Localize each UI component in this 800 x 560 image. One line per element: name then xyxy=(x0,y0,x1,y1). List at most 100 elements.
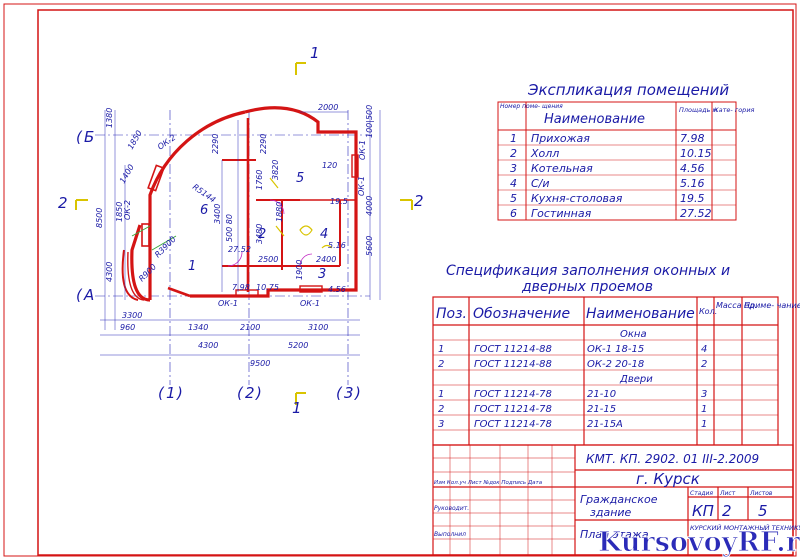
svg-text:Листов: Листов xyxy=(749,490,773,497)
svg-text:4300: 4300 xyxy=(105,262,114,282)
svg-text:1900: 1900 xyxy=(295,260,304,280)
axis-col-1: 1 xyxy=(166,384,176,402)
svg-text:КУРСКИЙ МОНТАЖНЫЙ ТЕХНИКУМ: КУРСКИЙ МОНТАЖНЫЙ ТЕХНИКУМ xyxy=(690,523,800,532)
explication-row-area: 19.5 xyxy=(680,192,705,205)
svg-text:ОК-1: ОК-1 xyxy=(218,299,238,308)
explication-row-name: Котельная xyxy=(531,162,593,175)
svg-text:5.16: 5.16 xyxy=(328,241,346,250)
explication-col-name: Наименование xyxy=(544,112,645,127)
spec-row-name: 21-15 xyxy=(587,404,616,415)
explication-row-number: 4 xyxy=(510,177,517,190)
explication-row-name: Прихожая xyxy=(531,132,590,145)
svg-text:100|500: 100|500 xyxy=(365,105,374,138)
svg-text:8500: 8500 xyxy=(95,208,104,228)
svg-text:Номер поме- щения: Номер поме- щения xyxy=(500,103,563,110)
svg-text:4000: 4000 xyxy=(365,196,374,216)
svg-text:(: ( xyxy=(237,384,244,402)
svg-text:1850: 1850 xyxy=(115,202,124,222)
svg-text:): ) xyxy=(354,384,361,402)
outer-frame xyxy=(3,3,797,557)
axis-row-a: А xyxy=(83,286,94,304)
svg-text:3400: 3400 xyxy=(213,204,222,224)
svg-text:): ) xyxy=(176,384,183,402)
stage-number: 2 xyxy=(722,502,732,520)
svg-text:R900: R900 xyxy=(137,262,158,283)
svg-text:19.5: 19.5 xyxy=(330,197,348,206)
spec-col-name: Наименование xyxy=(586,306,695,322)
spec-row-name: ОК-2 20-18 xyxy=(587,359,644,370)
city: г. Курск xyxy=(636,470,700,488)
title-block: Изм Кол.уч Лист №док Подпись Дата Руково… xyxy=(432,444,800,556)
svg-text:4300: 4300 xyxy=(198,341,218,350)
svg-text:ОК-1: ОК-1 xyxy=(358,140,367,160)
explication-row-name: С/и xyxy=(531,177,550,190)
svg-text:Лист: Лист xyxy=(719,490,736,497)
watermark: KursovoyRF.ru xyxy=(598,527,800,558)
curved-wall xyxy=(148,110,246,300)
spec-row-pos: 1 xyxy=(438,389,444,400)
drawing-code: КМТ. КП. 2902. 01 III-2.2009 xyxy=(586,452,759,466)
spec-row-name: 21-10 xyxy=(587,389,616,400)
room-label-2: 2 xyxy=(258,227,266,242)
room-label-3: 3 xyxy=(318,267,326,282)
spec-row-qty: 3 xyxy=(701,389,707,400)
svg-text:3100: 3100 xyxy=(308,323,328,332)
svg-text:9500: 9500 xyxy=(250,359,270,368)
explication-row-name: Холл xyxy=(530,147,559,160)
svg-text:(: ( xyxy=(76,128,83,146)
section-mark-bottom: 1 xyxy=(292,399,302,417)
spec-row-qty: 1 xyxy=(701,419,707,430)
svg-text:2290: 2290 xyxy=(211,134,220,154)
spec-row-qty: 1 xyxy=(701,404,707,415)
explication-row-number: 1 xyxy=(510,132,517,145)
spec-title-1: Спецификация заполнения оконных и xyxy=(446,263,730,279)
room-label-1: 1 xyxy=(188,259,196,274)
explication-row-name: Гостинная xyxy=(531,207,592,220)
spec-row-pos: 3 xyxy=(438,419,444,430)
svg-text:Масса ед.: Масса ед. xyxy=(716,301,757,310)
sheets-count: 5 xyxy=(758,502,768,520)
svg-text:960: 960 xyxy=(120,323,135,332)
svg-text:(: ( xyxy=(336,384,343,402)
svg-text:1760: 1760 xyxy=(255,170,264,190)
svg-text:2100: 2100 xyxy=(240,323,260,332)
explication-row-area: 5.16 xyxy=(680,177,705,190)
svg-text:Площадь м: Площадь м xyxy=(679,106,718,114)
svg-text:(: ( xyxy=(158,384,165,402)
svg-text:(: ( xyxy=(76,286,83,304)
spec-row-name: 21-15А xyxy=(587,419,623,430)
svg-text:120: 120 xyxy=(322,161,337,170)
spec-row-code: ГОСТ 11214-88 xyxy=(474,359,552,370)
svg-text:Кате- гория: Кате- гория xyxy=(714,106,755,114)
svg-text:2400: 2400 xyxy=(316,255,336,264)
spec-row-code: ГОСТ 11214-88 xyxy=(474,344,552,355)
svg-text:1850: 1850 xyxy=(126,129,144,151)
spec-row-pos: 1 xyxy=(438,344,444,355)
svg-text:Приме- чание: Приме- чание xyxy=(744,301,800,310)
axis-col-3: 3 xyxy=(344,384,354,402)
spec-col-pos: Поз. xyxy=(436,306,467,322)
svg-text:ОК-1: ОК-1 xyxy=(357,176,366,196)
svg-text:): ) xyxy=(255,384,262,402)
svg-text:ОК-2: ОК-2 xyxy=(123,200,132,220)
svg-text:1400: 1400 xyxy=(118,163,136,185)
svg-text:1340: 1340 xyxy=(188,323,208,332)
explication-row-name: Кухня-столовая xyxy=(531,192,623,205)
svg-text:500 80: 500 80 xyxy=(225,214,234,242)
svg-text:Руководит.: Руководит. xyxy=(434,505,469,512)
spec-title-2: дверных проемов xyxy=(521,279,653,295)
room-label-4: 4 xyxy=(320,227,328,242)
room-label-6: 6 xyxy=(200,203,208,218)
svg-text:3480: 3480 xyxy=(255,224,264,244)
spec-row-pos: 2 xyxy=(438,359,444,370)
explication-table: Экспликация помещений Номер поме- щения … xyxy=(497,81,755,221)
spec-row-qty: 4 xyxy=(701,344,707,355)
section-mark-right: 2 xyxy=(414,192,424,210)
explication-title: Экспликация помещений xyxy=(527,81,729,99)
svg-text:Кол.: Кол. xyxy=(699,307,717,316)
svg-text:2290: 2290 xyxy=(259,134,268,154)
svg-text:Выполнил: Выполнил xyxy=(434,531,466,538)
